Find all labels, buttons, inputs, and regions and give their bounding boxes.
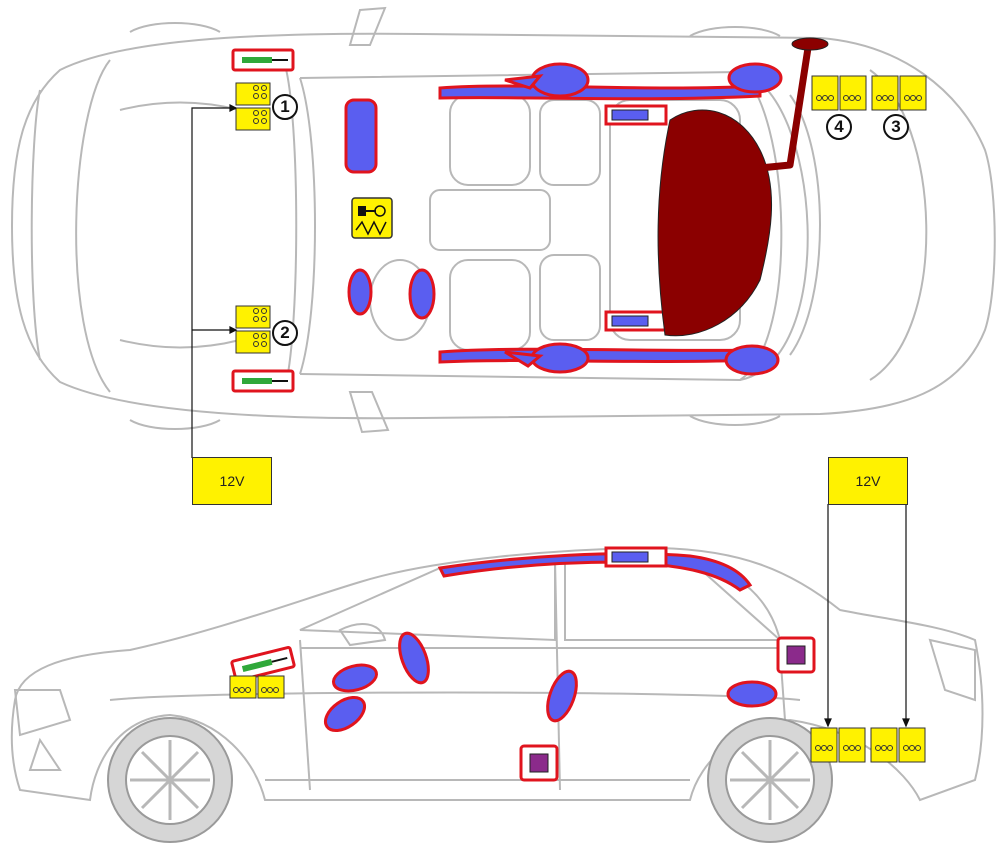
voltage-label-right: 12V: [828, 457, 908, 505]
exhaust-system: [657, 37, 829, 337]
battery-modules-rear: [811, 75, 927, 111]
callout-2: 2: [272, 320, 298, 346]
pyrotechnic-igniter-icon: [351, 197, 393, 239]
voltage-label-left: 12V: [192, 457, 272, 505]
callout-3: 3: [883, 114, 909, 140]
side-view-car: [10, 546, 984, 843]
front-side-airbag-right: [530, 342, 590, 374]
passenger-airbag: [344, 98, 378, 174]
front-side-airbag-left: [530, 62, 590, 98]
top-front-sensors: [231, 48, 295, 393]
rear-side-airbag-right: [724, 344, 780, 376]
driver-airbag: [408, 268, 436, 320]
rear-side-airbag-left: [727, 62, 783, 94]
top-view-side-airbags: [344, 62, 783, 376]
callout-1: 1: [272, 94, 298, 120]
wiring-12v-left: [191, 104, 238, 458]
top-view-car: [10, 6, 996, 434]
top-gas-generators: [604, 104, 668, 332]
side-curtain-airbag: [437, 552, 753, 592]
side-gas-generator: [604, 546, 668, 568]
knee-airbag-left: [347, 268, 373, 316]
wheel-spokes: [130, 740, 810, 820]
side-view-airbags: [323, 631, 778, 733]
wiring-12v-right: [824, 504, 910, 728]
seat-sensor-connectors: [519, 636, 816, 782]
side-front-sensor: [230, 645, 296, 683]
callout-4: 4: [826, 114, 852, 140]
